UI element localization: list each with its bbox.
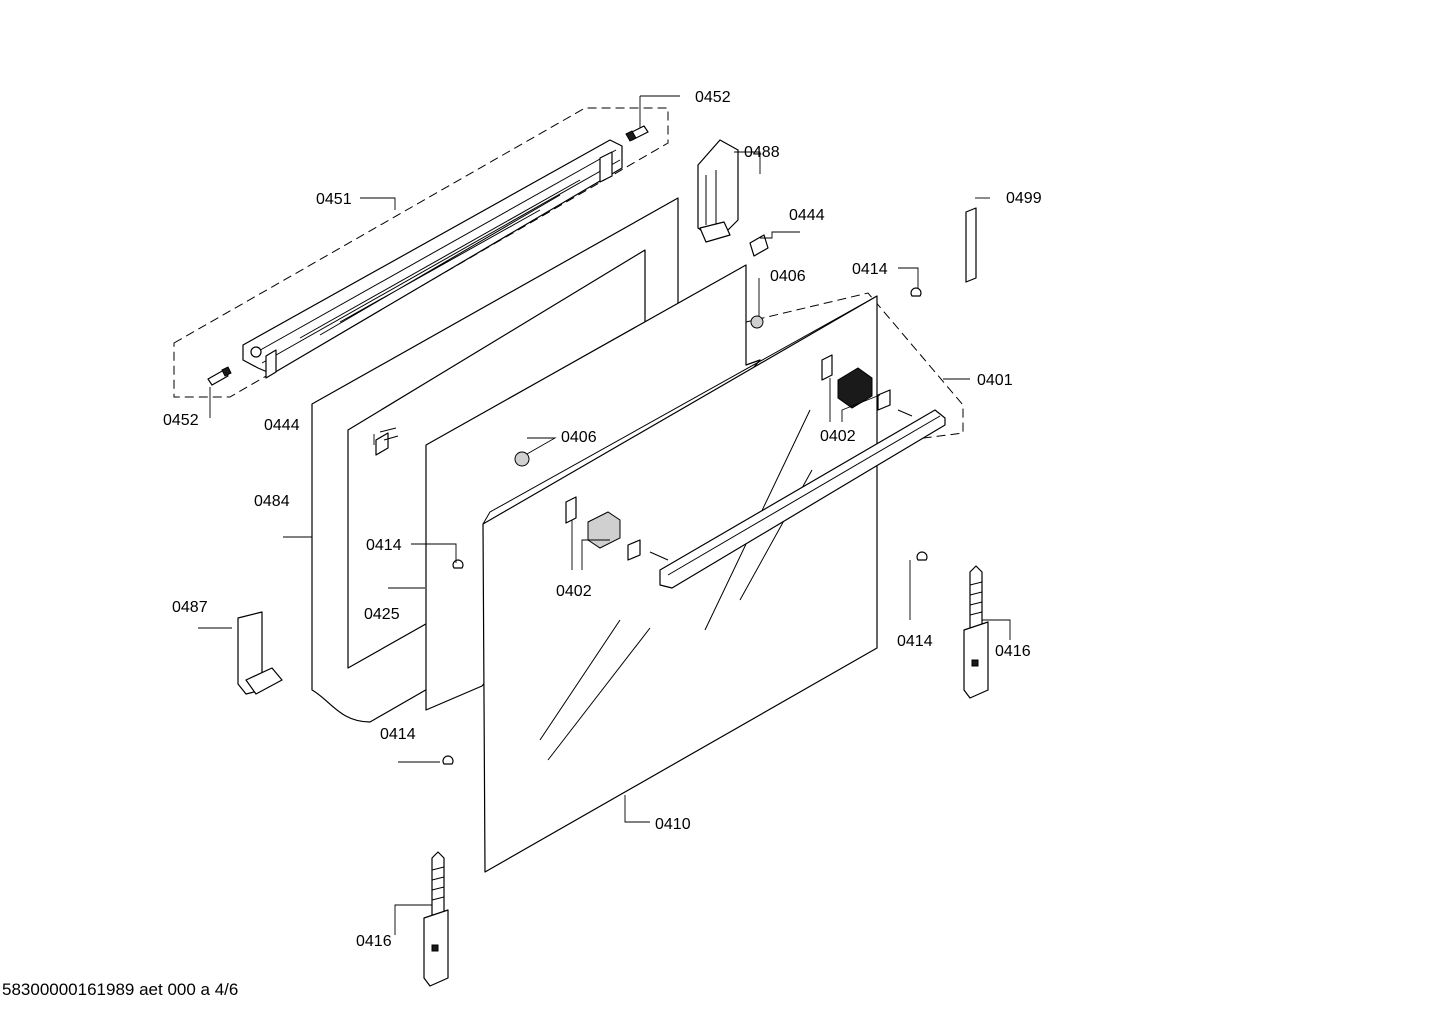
callout-0499: 0499 (1006, 190, 1042, 207)
side-bracket-left (237, 611, 283, 695)
top-trim-strip (242, 139, 623, 379)
spacer-lower (514, 451, 530, 467)
callout-0451: 0451 (316, 191, 352, 208)
callout-0487: 0487 (172, 599, 208, 616)
pin-bottom (207, 366, 232, 386)
callout-0444-left: 0444 (264, 417, 300, 434)
side-bracket-right (697, 139, 739, 243)
callout-0488: 0488 (744, 144, 780, 161)
callout-0401: 0401 (977, 372, 1013, 389)
clip-mid-left (452, 559, 464, 569)
callout-0425: 0425 (364, 606, 400, 623)
handle-holder-lower (565, 496, 641, 561)
group-outline-top-trim (173, 107, 669, 398)
spacer-upper (750, 315, 764, 329)
callout-0414-bottom: 0414 (380, 726, 416, 743)
clip-bottom-left (442, 755, 454, 765)
callout-0452-top: 0452 (695, 89, 731, 106)
document-id: 58300000161989 aet 000 a 4/6 (2, 980, 239, 999)
hinge-right (963, 565, 989, 699)
callout-0484: 0484 (254, 493, 290, 510)
callout-0414-top: 0414 (852, 261, 888, 278)
callout-0406-top: 0406 (770, 268, 806, 285)
clip-top-right (910, 287, 922, 297)
pin-top (625, 125, 649, 142)
callout-0402-lower: 0402 (556, 583, 592, 600)
callout-0444-top: 0444 (789, 207, 825, 224)
hinge-left (423, 851, 449, 987)
callout-0410: 0410 (655, 816, 691, 833)
handle-holder-upper (821, 354, 891, 411)
bracket-top-right (749, 234, 769, 257)
outer-door-glass (482, 295, 878, 873)
callout-0414-mid: 0414 (366, 537, 402, 554)
door-handle (649, 409, 946, 589)
bracket-frame-left (375, 427, 399, 456)
callout-0416-right: 0416 (995, 643, 1031, 660)
callout-0402-upper: 0402 (820, 428, 856, 445)
callout-0416-left: 0416 (356, 933, 392, 950)
callout-0452-bottom: 0452 (163, 412, 199, 429)
trim-strip-0499 (965, 207, 977, 283)
callout-0414-right: 0414 (897, 633, 933, 650)
callout-0406-mid: 0406 (561, 429, 597, 446)
clip-mid-right (916, 551, 928, 561)
